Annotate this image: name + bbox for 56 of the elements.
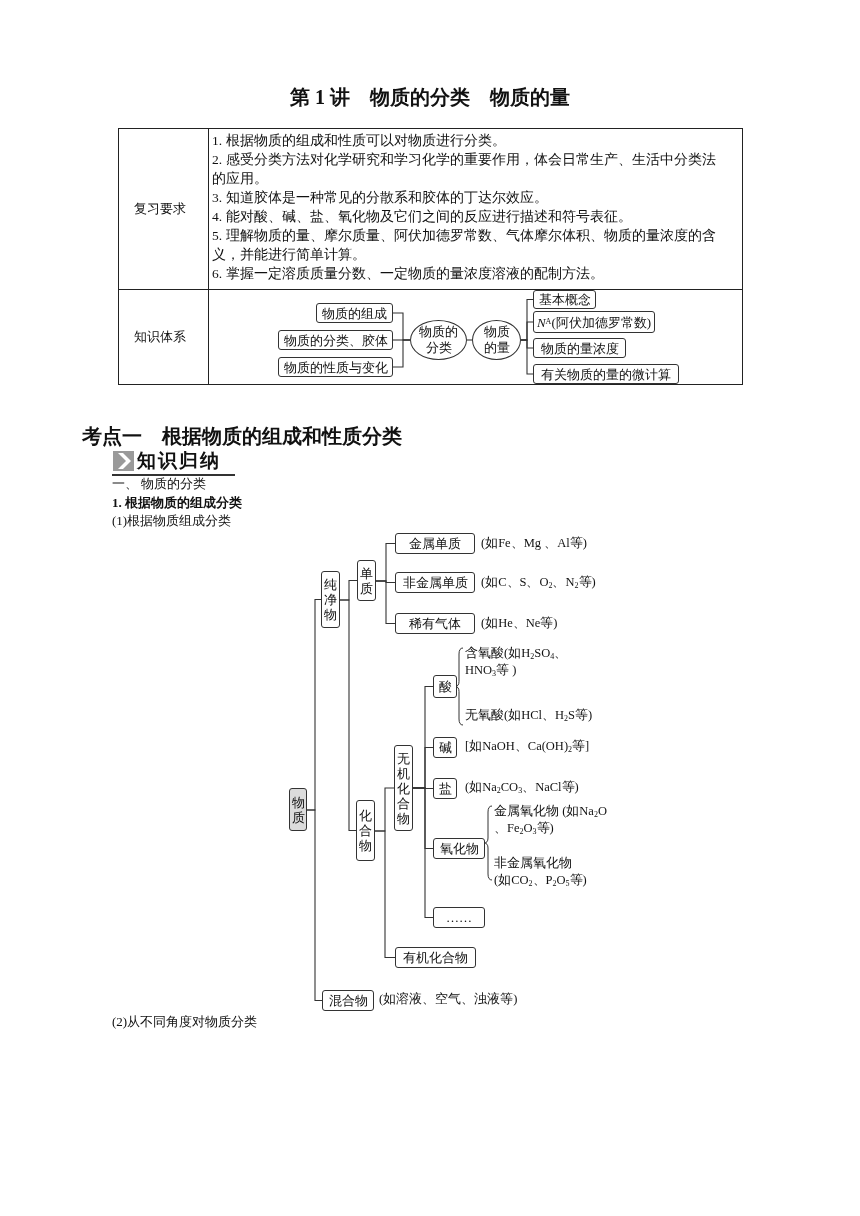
category-box: 非金属单质 bbox=[395, 572, 475, 593]
topic-ellipse: 物质的分类 bbox=[410, 320, 467, 360]
connector-line bbox=[392, 339, 411, 368]
requirement-text: 3. 知道胶体是一种常见的分散系和胶体的丁达尔效应。 bbox=[212, 189, 549, 207]
connector-line bbox=[339, 599, 357, 832]
category-box: 有机化合物 bbox=[395, 947, 476, 968]
connector-line bbox=[306, 809, 323, 1002]
category-box: …… bbox=[433, 907, 485, 928]
row-header: 复习要求 bbox=[134, 200, 186, 218]
connector-line bbox=[520, 339, 534, 375]
example-text: 含氧酸(如H$_{2}$SO$_{4}$、 HNO$_{3}$等 ) bbox=[465, 645, 569, 679]
requirement-text: 1. 根据物质的组成和性质可以对物质进行分类。 bbox=[212, 132, 507, 150]
topic-box: 物质的性质与变化 bbox=[278, 357, 393, 377]
row-header: 知识体系 bbox=[134, 328, 186, 346]
requirement-text: 2. 感受分类方法对化学研究和学习化学的重要作用，体会日常生产、生活中分类法的应用。 bbox=[212, 151, 717, 188]
category-box: 酸 bbox=[433, 675, 457, 698]
connector-line bbox=[412, 787, 434, 919]
example-text: (如Na$_{2}$CO$_{3}$、NaCl等) bbox=[465, 779, 580, 796]
connector-line bbox=[466, 339, 473, 341]
example-text: 非金属氧化物 (如CO$_{2}$、P$_{2}$O$_{5}$等) bbox=[494, 855, 588, 889]
connector-line bbox=[375, 580, 396, 625]
category-box: 氧化物 bbox=[433, 838, 485, 859]
example-text: [如NaOH、Ca(OH)$_{2}$等] bbox=[465, 738, 591, 755]
topic-box: 物质的量浓度 bbox=[533, 338, 626, 358]
category-box: 单质 bbox=[357, 560, 376, 601]
category-box: 稀有气体 bbox=[395, 613, 475, 634]
example-text: (如C、S、O$_{2}$、N$_{2}$等) bbox=[481, 574, 597, 591]
topic-box: 有关物质的量的微计算 bbox=[533, 364, 679, 384]
example-text: 金属氧化物 (如Na$_{2}$O 、Fe$_{2}$O$_{3}$等) bbox=[494, 803, 608, 837]
category-box: 纯净物 bbox=[321, 571, 340, 628]
topic-ellipse: 物质的量 bbox=[472, 320, 521, 360]
category-box: 无机化合物 bbox=[394, 745, 413, 831]
topic-box: 物质的组成 bbox=[316, 303, 393, 323]
topic-box: 基本概念 bbox=[533, 290, 596, 309]
subheading: (2)从不同角度对物质分类 bbox=[112, 1013, 258, 1031]
example-text: (如He、Ne等) bbox=[481, 615, 559, 632]
subheading: 一、 物质的分类 bbox=[112, 475, 207, 493]
page-title: 第 1 讲 物质的分类 物质的量 bbox=[289, 85, 571, 110]
category-box: 金属单质 bbox=[395, 533, 475, 554]
subheading: 1. 根据物质的组成分类 bbox=[112, 494, 242, 512]
category-box: 物质 bbox=[289, 788, 307, 831]
requirement-text: 5. 理解物质的量、摩尔质量、阿伏加德罗常数、气体摩尔体积、物质的量浓度的含义，并能进行简单计算。 bbox=[212, 227, 717, 264]
subheading: (1)根据物质组成分类 bbox=[112, 512, 232, 530]
category-box: 化合物 bbox=[356, 800, 375, 861]
example-text: (如Fe、Mg 、Al等) bbox=[481, 535, 588, 552]
category-box: 碱 bbox=[433, 737, 457, 758]
connector-line bbox=[374, 830, 396, 959]
example-text: 无氧酸(如HCl、H$_{2}$S等) bbox=[465, 707, 594, 724]
topic-box: 物质的分类、胶体 bbox=[278, 330, 393, 350]
section-heading: 考点一 根据物质的组成和性质分类 bbox=[82, 424, 402, 449]
requirement-text: 6. 掌握一定溶质质量分数、一定物质的量浓度溶液的配制方法。 bbox=[212, 265, 605, 283]
requirement-text: 4. 能对酸、碱、盐、氧化物及它们之间的反应进行描述和符号表征。 bbox=[212, 208, 633, 226]
section-tag: 知识归纳 bbox=[137, 449, 221, 473]
category-box: 混合物 bbox=[322, 990, 374, 1011]
example-text: (如溶液、空气、浊液等) bbox=[379, 991, 519, 1008]
category-box: 盐 bbox=[433, 778, 457, 799]
